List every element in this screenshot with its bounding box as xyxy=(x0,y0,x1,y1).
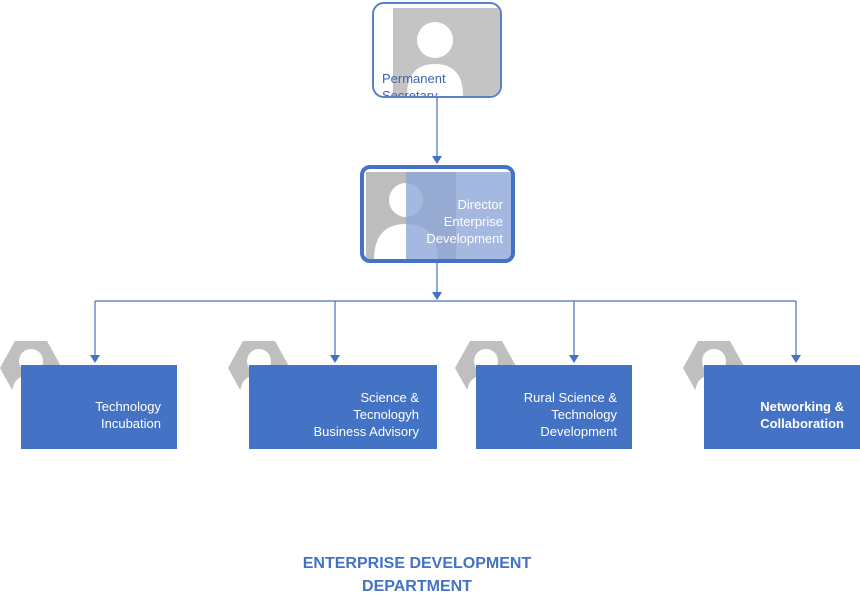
unit-box-science-technology-business-advisory[interactable] xyxy=(249,365,437,449)
arrowhead-icon xyxy=(432,292,442,300)
unit-title-technology-incubation: Technology Incubation xyxy=(95,399,161,431)
unit-title-networking-collaboration: Networking & Collaboration xyxy=(760,399,844,431)
arrowhead-icon xyxy=(791,355,801,363)
permanent-secretary-card[interactable]: Permanent Secretary xyxy=(372,2,502,98)
director-title: Director Enterprise Development xyxy=(426,197,503,246)
photo-overlay xyxy=(406,172,511,259)
arrowhead-icon xyxy=(432,156,442,164)
person-placeholder-icon xyxy=(393,8,500,96)
unit-title-rural-science-technology-development: Rural Science & Technology Development xyxy=(523,390,617,439)
director-card[interactable]: Director Enterprise Development xyxy=(360,165,515,263)
department-title: ENTERPRISE DEVELOPMENT DEPARTMENT xyxy=(302,555,532,595)
arrowhead-icon xyxy=(90,355,100,363)
unit-title-science-technology-business-advisory: Science & Tecnologyh Business Advisory xyxy=(313,390,420,439)
arrowhead-icon xyxy=(569,355,579,363)
unit-box-networking-collaboration[interactable] xyxy=(704,365,860,449)
unit-box-technology-incubation[interactable] xyxy=(21,365,177,449)
arrowhead-icon xyxy=(330,355,340,363)
permanent-secretary-title: Permanent Secretary xyxy=(382,71,446,98)
unit-box-rural-science-technology-development[interactable] xyxy=(476,365,632,449)
